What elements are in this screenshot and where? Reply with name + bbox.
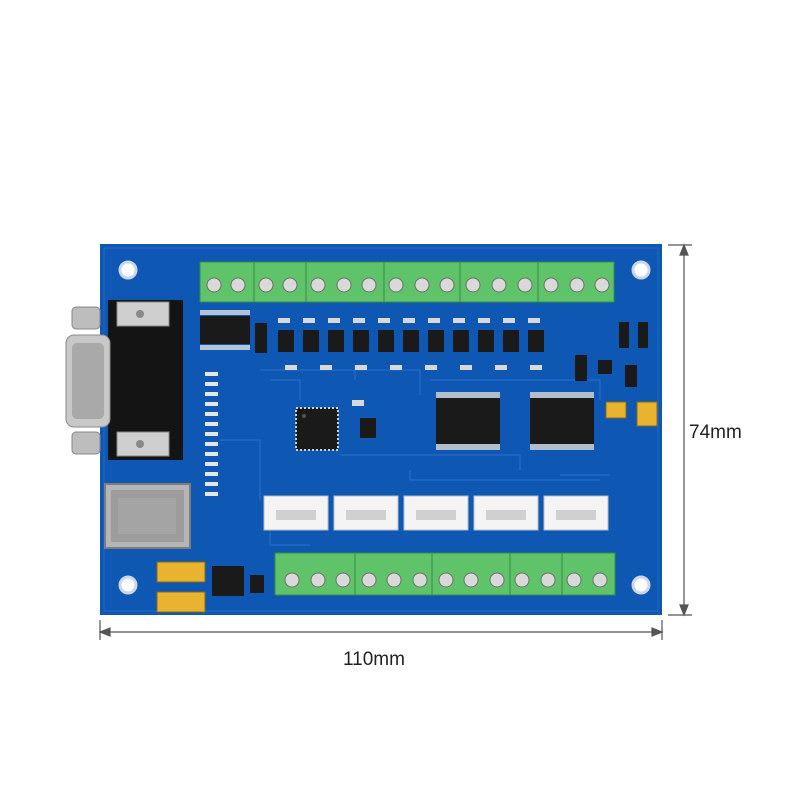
height-dimension-label: 74mm	[689, 422, 742, 443]
white-connectors	[263, 495, 609, 531]
top-terminal-blocks	[199, 261, 615, 303]
pcb-traces	[220, 365, 610, 546]
smd-resistors-top	[278, 318, 542, 370]
right-components	[575, 322, 658, 427]
usb-connector	[104, 483, 191, 549]
pin-header	[205, 372, 218, 496]
dimension-width-line	[98, 620, 664, 640]
dimension-height-line	[668, 243, 692, 617]
width-dimension-label: 110mm	[343, 649, 405, 670]
optocoupler-row	[255, 323, 544, 353]
mounting-holes	[118, 260, 651, 595]
driver-ic-right	[530, 392, 594, 450]
driver-ic-left	[436, 392, 500, 450]
db9-connector	[65, 300, 183, 460]
bottom-terminal-blocks	[274, 552, 616, 596]
capacitors-bottom-left	[156, 561, 264, 613]
resistor-array	[200, 310, 250, 350]
microcontroller-chip	[295, 400, 376, 451]
